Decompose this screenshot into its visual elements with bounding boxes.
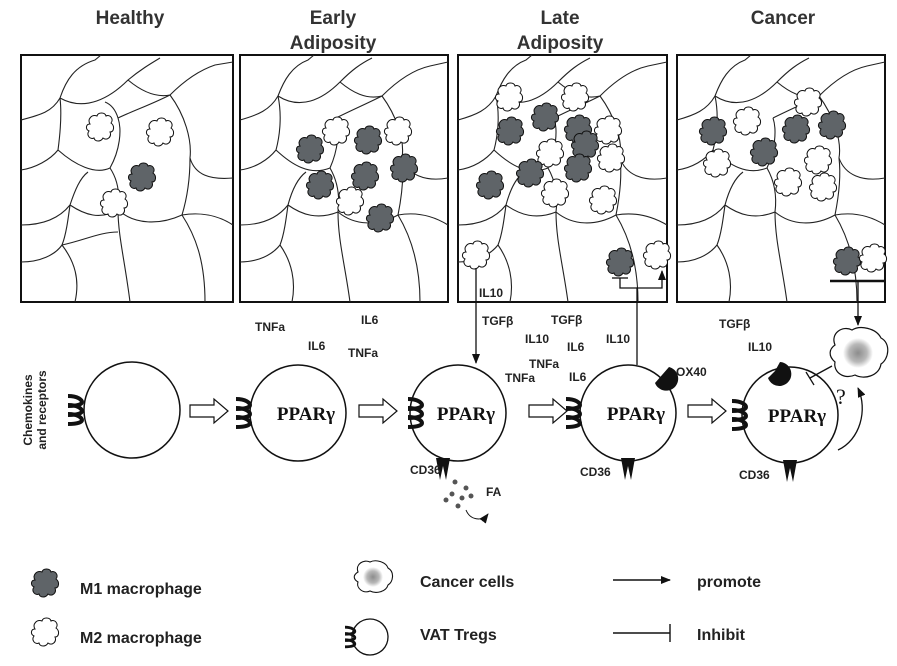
cytokine-label-late-7: IL6: [569, 370, 587, 384]
panel-healthy: [20, 54, 234, 303]
inhibit-icon: [613, 624, 671, 642]
stage-title-cancer: Cancer: [751, 8, 816, 29]
ox40-label: OX40: [676, 365, 707, 379]
receptor-labels: CD36 FA CD36 OX40 CD36 ?: [410, 365, 846, 499]
cytokine-label-late-5: TNFa: [529, 357, 559, 371]
panel-early-adiposity: [239, 54, 449, 303]
ox40-receptor-cancer: [768, 362, 792, 386]
side-label-line2: and receptors: [35, 370, 49, 450]
ox40-receptor: [655, 367, 679, 391]
panel-late-adiposity: [457, 54, 672, 303]
ppar-label-late2: PPARγ: [607, 404, 665, 425]
legend-promote-label: promote: [697, 574, 761, 591]
cd36-label-cancer: CD36: [739, 468, 770, 482]
m1-macrophage-icon: [30, 568, 60, 598]
treg-cell-late2: PPARγ: [564, 364, 679, 480]
cancer-panel-arrows: [805, 279, 885, 451]
side-label-chemokines: Chemokines and receptors: [21, 370, 49, 450]
cytokine-label-late-2: TGFβ: [551, 313, 582, 327]
late-panel-arrows: [472, 268, 666, 365]
cytokine-label-cancer-1: IL10: [748, 340, 772, 354]
m2-macrophage-icon: [30, 617, 60, 647]
legend-inhibit-label: Inhibit: [697, 627, 746, 644]
vat-treg-icon: [343, 618, 389, 656]
cd36-label-4: CD36: [580, 465, 611, 479]
cd36-label-late: CD36: [410, 463, 441, 477]
cytokine-label-cancer-0: TGFβ: [719, 317, 750, 331]
legend-vat-label: VAT Tregs: [420, 627, 497, 644]
question-mark: ?: [836, 384, 846, 409]
progression-arrows: [189, 397, 727, 425]
side-label-line1: Chemokines: [21, 374, 35, 446]
cytokine-label-late-4: IL6: [567, 340, 585, 354]
cancer-cell: [829, 327, 889, 378]
cytokine-label-late-3: IL10: [525, 332, 549, 346]
legend-m1-label: M1 macrophage: [80, 581, 202, 598]
cytokine-label-late-8: IL10: [606, 332, 630, 346]
cancer-cell-icon: [353, 560, 394, 593]
treg-cell-cancer: PPARγ: [730, 362, 839, 482]
treg-cell-healthy: [66, 361, 181, 459]
ppar-label-late: PPARγ: [437, 404, 495, 425]
legend: M1 macrophage M2 macrophage Cancer cells…: [30, 560, 761, 656]
panel-cancer: [676, 54, 888, 303]
stage-title-healthy: Healthy: [96, 8, 165, 29]
stage-title-early-line2: Adiposity: [290, 33, 377, 54]
ppar-label-cancer: PPARγ: [768, 406, 826, 427]
ppar-label-early: PPARγ: [277, 404, 335, 425]
cytokine-label-late-6: TNFa: [505, 371, 535, 385]
treg-cell-early: PPARγ: [234, 364, 347, 462]
stage-titles: Healthy Early Adiposity Late Adiposity C…: [96, 8, 816, 54]
cytokine-label-late-1: TGFβ: [482, 314, 513, 328]
fa-label: FA: [486, 485, 502, 499]
stage-title-early-line1: Early: [310, 8, 357, 29]
cytokine-label-early-1: IL6: [361, 313, 379, 327]
stage-title-late-line1: Late: [540, 8, 579, 29]
legend-cancer-label: Cancer cells: [420, 574, 514, 591]
treg-cell-late: PPARγ: [406, 364, 507, 480]
legend-m2-label: M2 macrophage: [80, 630, 202, 647]
fatty-acid-dots: [443, 479, 489, 524]
cytokine-label-early-2: IL6: [308, 339, 326, 353]
cytokine-label-late-0: IL10: [479, 286, 503, 300]
cytokine-label-early-3: TNFa: [348, 346, 378, 360]
stage-title-late-line2: Adiposity: [517, 33, 604, 54]
cytokine-label-early-0: TNFa: [255, 320, 285, 334]
